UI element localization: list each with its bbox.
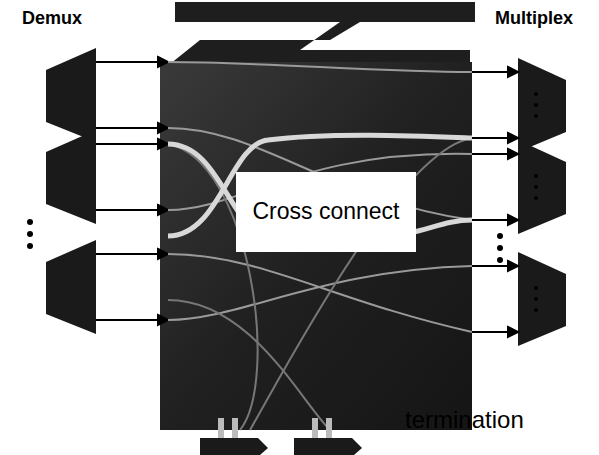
continuation-dots (106, 82, 110, 300)
cube-front (160, 62, 472, 430)
internal-fibers (168, 62, 472, 430)
mux-units (518, 58, 566, 346)
demux-units (46, 48, 96, 334)
output-fibers (565, 106, 599, 300)
process-box: Cross connect (236, 172, 416, 252)
top-slab (165, 2, 475, 68)
mux-inputs (472, 67, 518, 337)
node-text: Cross connect (250, 199, 402, 224)
termination-units (200, 418, 362, 455)
input-fibers (0, 96, 48, 288)
continuation-dots (27, 92, 538, 312)
demux-outputs (96, 57, 168, 325)
section-label: Demux (22, 8, 82, 29)
section-label: termination (405, 406, 524, 434)
section-label: Multiplex (495, 8, 573, 29)
